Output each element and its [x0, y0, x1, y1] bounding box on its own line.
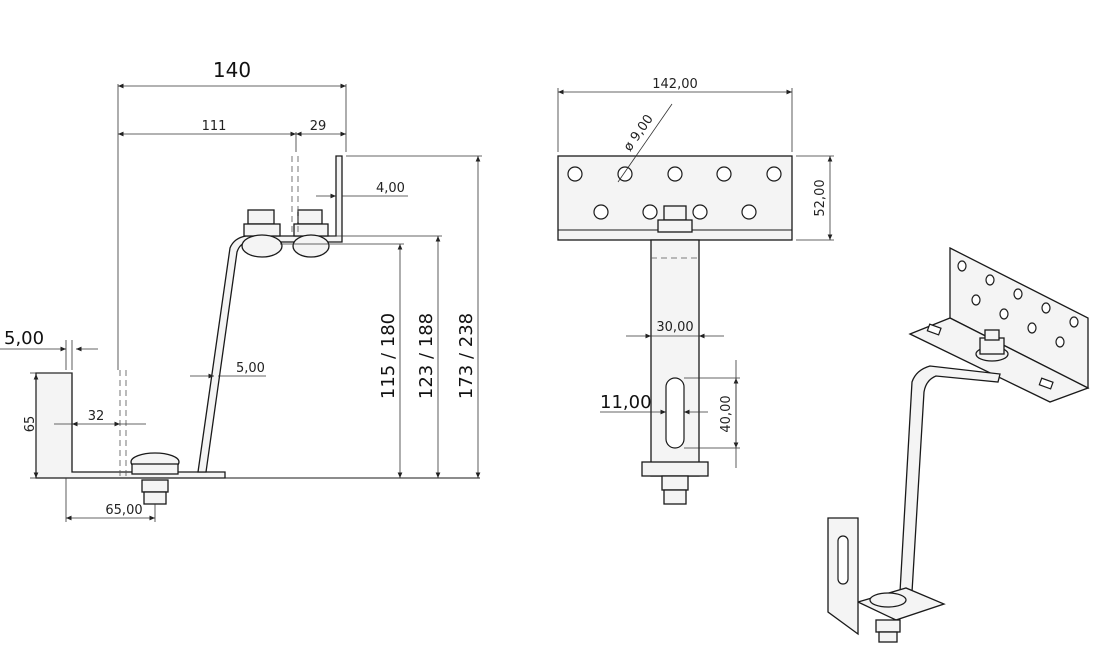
plate-holes — [567, 166, 782, 220]
lower-washer — [641, 461, 709, 477]
plate-height-label: 52,00 — [813, 179, 828, 216]
arm-thickness-label: 5,00 — [236, 361, 265, 376]
iso-lower-washer — [869, 592, 907, 608]
plate-width-label: 142,00 — [652, 77, 698, 92]
slot-width-label: 11,00 — [600, 392, 652, 413]
bottom-bolt — [130, 452, 180, 505]
iso-arm — [899, 365, 1001, 593]
height-label-3: 173 / 238 — [456, 313, 477, 399]
side-view: 140 111 29 4,00 5,00 5,00 65 32 65,00 11… — [0, 58, 482, 522]
base-thickness-label: 5,00 — [4, 328, 44, 349]
iso-top-bolt — [975, 329, 1009, 362]
hook-width-label: 29 — [310, 119, 327, 134]
hook-arm — [197, 155, 343, 473]
top-bolt-right — [292, 209, 330, 258]
plate-thickness-label: 4,00 — [376, 181, 405, 196]
hole-offset-label: 32 — [88, 409, 105, 424]
isometric-view — [827, 246, 1090, 643]
adjust-slot — [665, 377, 685, 449]
arm-width-label: 30,00 — [656, 320, 693, 335]
top-bolt-left — [241, 209, 283, 258]
base-length-label: 65,00 — [105, 503, 142, 518]
base-height-label: 65 — [23, 416, 38, 433]
front-view: 142,00 ø 9,00 52,00 30,00 11,00 40,00 — [557, 77, 834, 505]
overall-width-label: 140 — [213, 58, 251, 82]
height-label-1: 115 / 180 — [378, 313, 399, 399]
plate-bolt — [657, 205, 693, 233]
height-label-2: 123 / 188 — [416, 313, 437, 399]
iso-plate-holes — [957, 260, 1079, 348]
offset-width-label: 111 — [202, 119, 227, 134]
slot-length-label: 40,00 — [719, 395, 734, 432]
